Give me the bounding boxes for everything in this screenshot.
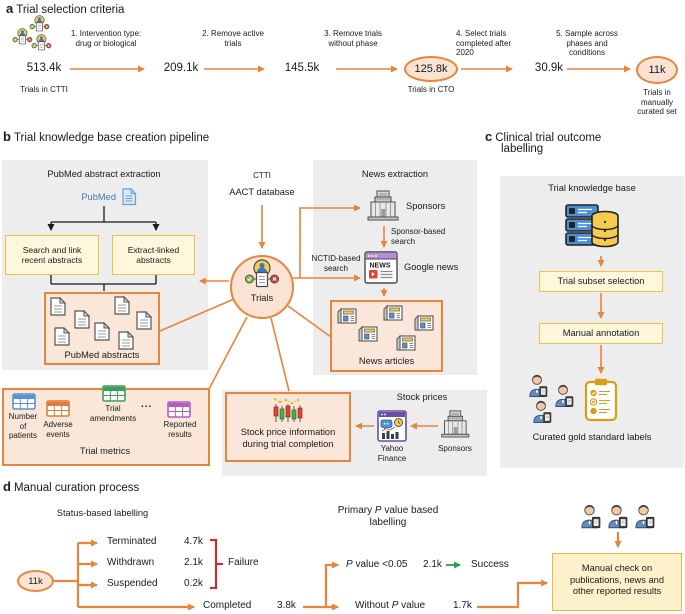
pubmed-doc-icon	[122, 188, 137, 206]
failure-label: Failure	[228, 557, 259, 568]
without-pvalue-label: Without P value	[355, 600, 426, 611]
terminated-label: Terminated	[107, 536, 157, 547]
withdrawn-value: 2.1k	[184, 557, 203, 568]
news-section-title: News extraction	[361, 169, 429, 179]
pubmed-section-title: PubMed abstract extraction	[47, 169, 161, 179]
stock-sponsors-icon	[441, 410, 470, 438]
pvalue-heading: Primary P value based labelling	[337, 505, 439, 528]
without-pvalue-value: 1.7k	[453, 600, 472, 611]
status-labelling-heading: Status-based labelling	[56, 508, 149, 518]
aact-database-label: AACT database	[229, 187, 295, 197]
panel-c-title-line2: labelling	[501, 143, 544, 155]
news-article-icon	[383, 305, 403, 321]
completed-value: 3.8k	[277, 600, 296, 611]
adverse-events-table-icon	[46, 400, 70, 417]
sponsors-building-icon	[367, 190, 399, 221]
trials-group-icon	[12, 15, 52, 51]
metrics-ellipsis: ...	[141, 399, 153, 410]
abstract-doc-icon	[50, 297, 66, 316]
candlestick-chart-icon	[273, 397, 303, 423]
amendments-table-icon	[102, 385, 126, 402]
suspended-label: Suspended	[107, 578, 158, 589]
abstract-doc-icon	[74, 310, 90, 329]
pvalue-significant-label: P value <0.05	[346, 559, 408, 570]
news-article-icon	[337, 308, 357, 324]
reported-results-table-icon	[167, 401, 191, 418]
gold-clipboard-icon	[584, 378, 618, 422]
patients-table-icon	[12, 393, 36, 410]
abstract-doc-icon	[114, 296, 130, 315]
google-news-label: Google news	[404, 262, 459, 272]
count-5: 30.9k	[534, 62, 564, 74]
stock-prices-title: Stock prices	[396, 392, 448, 402]
pubmed-abstracts-label: PubMed abstracts	[64, 350, 140, 360]
pvalue-significant-value: 2.1k	[423, 559, 442, 570]
stock-sponsors-label: Sponsors	[438, 444, 472, 453]
success-label: Success	[471, 559, 509, 570]
news-article-icon	[358, 326, 378, 342]
trials-icon	[244, 259, 280, 288]
caption-curated: Trials in manually curated set	[637, 88, 677, 116]
count-3: 145.5k	[284, 62, 320, 74]
pubmed-source-label: PubMed	[81, 192, 116, 202]
terminated-value: 4.7k	[184, 536, 203, 547]
panel-c-letter: c	[485, 129, 493, 144]
yahoo-finance-icon	[377, 410, 407, 442]
count-1: 513.4k	[26, 62, 62, 74]
manual-annotation-box: Manual annotation	[539, 323, 663, 344]
trials-label: Trials	[250, 293, 274, 303]
abstract-doc-icon	[136, 311, 152, 330]
annotators-group-icon	[529, 374, 574, 423]
curated-labels-caption: Curated gold standard labels	[532, 432, 652, 442]
count-6-highlight: 11k	[636, 56, 678, 84]
news-articles-label: News articles	[358, 356, 415, 366]
news-article-icon	[396, 335, 416, 351]
start-11k-node: 11k	[17, 570, 54, 592]
count-2: 209.1k	[163, 62, 199, 74]
count-4-highlight: 125.8k	[404, 56, 458, 82]
caption-cto: Trials in CTO	[407, 85, 455, 94]
caption-ctti: Trials in CTTI	[20, 85, 68, 94]
knowledge-base-server-icon	[565, 204, 619, 248]
stock-price-box	[225, 392, 351, 462]
google-news-icon	[364, 251, 398, 284]
trial-metrics-label: Trial metrics	[79, 446, 131, 456]
withdrawn-label: Withdrawn	[107, 557, 155, 568]
manual-check-box: Manual check on publications, news and o…	[552, 553, 682, 611]
panel-d-letter: d	[3, 479, 11, 494]
sponsors-label: Sponsors	[406, 201, 446, 211]
kb-title: Trial knowledge base	[548, 183, 636, 193]
step-1-label: 1. Intervention type:drug or biological	[70, 29, 142, 48]
news-article-icon	[414, 315, 434, 331]
panel-b-letter: b	[3, 129, 11, 144]
completed-label: Completed	[203, 600, 252, 611]
suspended-value: 0.2k	[184, 578, 203, 589]
ctti-label: CTTI	[253, 171, 271, 180]
panel-a-letter: a	[6, 1, 14, 16]
abstract-doc-icon	[94, 322, 110, 341]
abstract-doc-icon	[118, 331, 134, 350]
trial-subset-selection-box: Trial subset selection	[539, 271, 663, 292]
abstract-doc-icon	[54, 327, 70, 346]
review-annotators-icons	[581, 504, 655, 529]
